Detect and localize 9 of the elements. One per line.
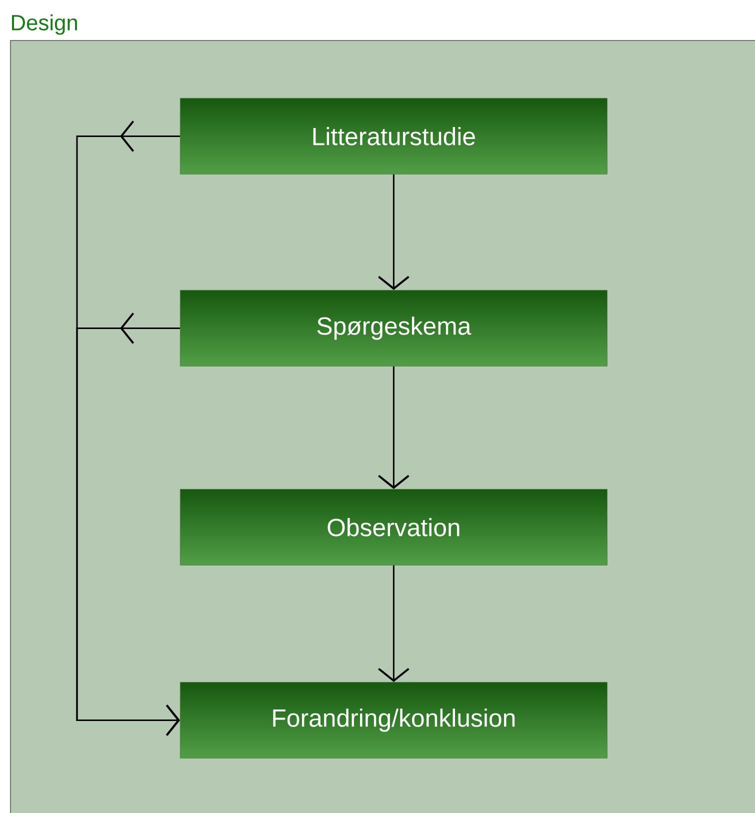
panel-title: Design [12, 14, 77, 35]
arrow [378, 366, 410, 489]
process-box: Spørgeskema [180, 290, 608, 366]
arrow [76, 312, 180, 736]
process-box: Forandring/konklusion [180, 682, 608, 758]
arrow [378, 565, 410, 682]
process-box: Litteraturstudie [180, 98, 608, 174]
arrow [378, 174, 410, 290]
process-box: Observation [180, 489, 608, 566]
